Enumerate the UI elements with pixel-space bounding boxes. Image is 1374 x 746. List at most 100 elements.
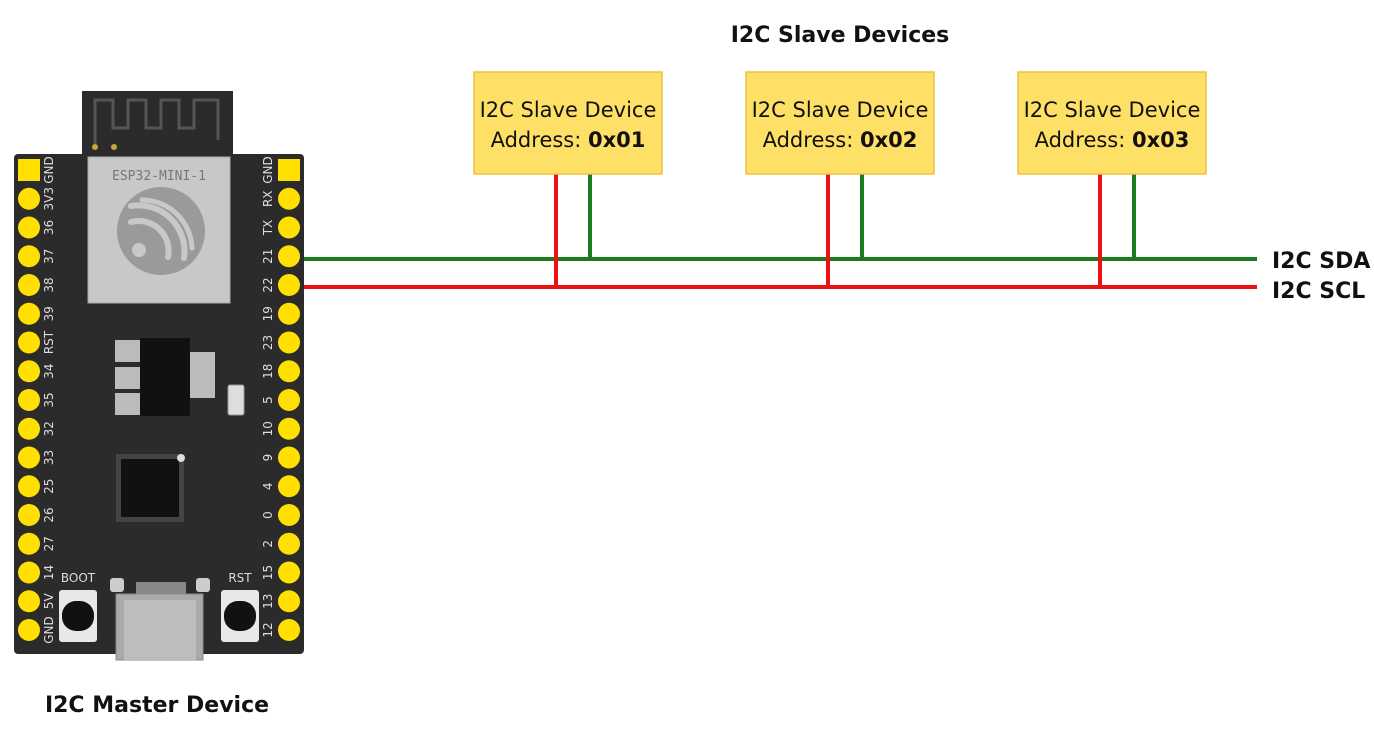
usb-chip <box>116 454 185 522</box>
slave-3-box <box>1017 71 1207 175</box>
right-pin-4 <box>278 274 300 296</box>
left-pin-5 <box>18 302 40 325</box>
voltage-regulator <box>115 338 215 416</box>
right-pin-15 <box>278 590 300 613</box>
slave-1-box <box>473 71 663 175</box>
right-pin-3 <box>278 245 300 268</box>
left-pin-label: 37 <box>42 249 56 264</box>
right-pin-9 <box>278 417 300 440</box>
left-pin-6 <box>18 331 40 354</box>
left-pin-9 <box>18 417 40 440</box>
right-pin-label: 9 <box>261 454 275 462</box>
right-pin-label: 2 <box>261 540 275 548</box>
left-pin-label: GND <box>42 156 56 184</box>
left-pin-label: 35 <box>42 392 56 407</box>
led-component <box>227 384 245 416</box>
esp32-board: ESP32-MINI-1 BOOT <box>14 91 304 661</box>
reset-button[interactable] <box>221 590 259 642</box>
left-pin-12 <box>18 504 40 526</box>
slave-device-2: I2C Slave Device Address: 0x02 <box>745 71 935 287</box>
right-pin-12 <box>278 504 300 526</box>
left-pin-16 <box>18 619 40 641</box>
left-pin-label: 25 <box>42 479 56 494</box>
left-pin-label: 33 <box>42 450 56 465</box>
right-pin-label: 0 <box>261 511 275 519</box>
right-pin-2 <box>278 216 300 239</box>
slave-1-address: Address: 0x01 <box>491 128 646 152</box>
antenna-trace-icon <box>93 98 220 148</box>
right-pin-label: TX <box>261 220 275 237</box>
right-pin-label: 4 <box>261 482 275 490</box>
left-pin-label: 27 <box>42 536 56 551</box>
left-pin-2 <box>18 216 40 239</box>
right-pin-0 <box>278 159 300 181</box>
right-pin-10 <box>278 446 300 469</box>
right-pin-label: 18 <box>261 364 275 379</box>
right-pin-header: GND RX TX 21 22 19 23 18 5 10 9 4 0 2 15 13 12 <box>261 156 300 641</box>
right-pin-label: GND <box>261 156 275 184</box>
right-pin-label: 21 <box>261 249 275 264</box>
left-pin-label: 14 <box>42 565 56 580</box>
left-pin-15 <box>18 590 40 613</box>
slave-2-address: Address: 0x02 <box>763 128 918 152</box>
module-label: ESP32-MINI-1 <box>112 169 206 184</box>
left-pin-8 <box>18 389 40 411</box>
left-pin-4 <box>18 274 40 296</box>
right-pin-label: 10 <box>261 421 275 436</box>
right-pin-5 <box>278 302 300 325</box>
left-pin-label: 3V3 <box>42 187 56 210</box>
left-pin-10 <box>18 446 40 469</box>
espressif-logo-icon <box>117 187 205 275</box>
left-pin-label: 38 <box>42 277 56 292</box>
slave-device-3: I2C Slave Device Address: 0x03 <box>1017 71 1207 287</box>
right-pin-6 <box>278 331 300 354</box>
left-pin-label: GND <box>42 616 56 644</box>
right-pin-16 <box>278 619 300 641</box>
diagram-title: I2C Slave Devices <box>731 23 950 48</box>
boot-button[interactable] <box>59 590 97 642</box>
right-pin-13 <box>278 532 300 555</box>
right-pin-label: 12 <box>261 622 275 637</box>
right-pin-11 <box>278 475 300 498</box>
right-pin-label: RX <box>261 190 275 207</box>
left-pin-0 <box>18 159 40 181</box>
right-pin-label: 23 <box>261 335 275 350</box>
left-pin-label: 36 <box>42 220 56 235</box>
left-pin-label: 26 <box>42 507 56 522</box>
left-pin-label: 34 <box>42 364 56 379</box>
slave-1-name: I2C Slave Device <box>480 98 657 122</box>
right-pin-label: 22 <box>261 277 275 292</box>
right-pin-label: 13 <box>261 594 275 609</box>
left-pin-label: 5V <box>42 593 56 610</box>
right-pin-14 <box>278 561 300 584</box>
scl-label: I2C SCL <box>1272 279 1365 304</box>
slave-2-name: I2C Slave Device <box>752 98 929 122</box>
slave-3-address: Address: 0x03 <box>1035 128 1190 152</box>
left-pin-label: 39 <box>42 306 56 321</box>
rst-label: RST <box>228 571 252 585</box>
right-pin-1 <box>278 187 300 210</box>
left-pin-14 <box>18 561 40 584</box>
left-pin-1 <box>18 187 40 210</box>
right-pin-label: 15 <box>261 565 275 580</box>
left-pin-11 <box>18 475 40 498</box>
right-pin-label: 5 <box>261 396 275 404</box>
slave-3-name: I2C Slave Device <box>1024 98 1201 122</box>
right-pin-8 <box>278 389 300 411</box>
left-pin-7 <box>18 360 40 383</box>
antenna-area <box>82 91 233 157</box>
right-pin-7 <box>278 360 300 383</box>
left-pin-label: 32 <box>42 421 56 436</box>
left-pin-13 <box>18 532 40 555</box>
boot-label: BOOT <box>61 571 96 585</box>
left-pin-3 <box>18 245 40 268</box>
usb-connector <box>110 578 210 661</box>
slave-device-1: I2C Slave Device Address: 0x01 <box>473 71 663 287</box>
master-label: I2C Master Device <box>45 693 269 718</box>
right-pin-label: 19 <box>261 306 275 321</box>
left-pin-label: RST <box>42 330 56 354</box>
sda-label: I2C SDA <box>1272 249 1370 274</box>
slave-2-box <box>745 71 935 175</box>
